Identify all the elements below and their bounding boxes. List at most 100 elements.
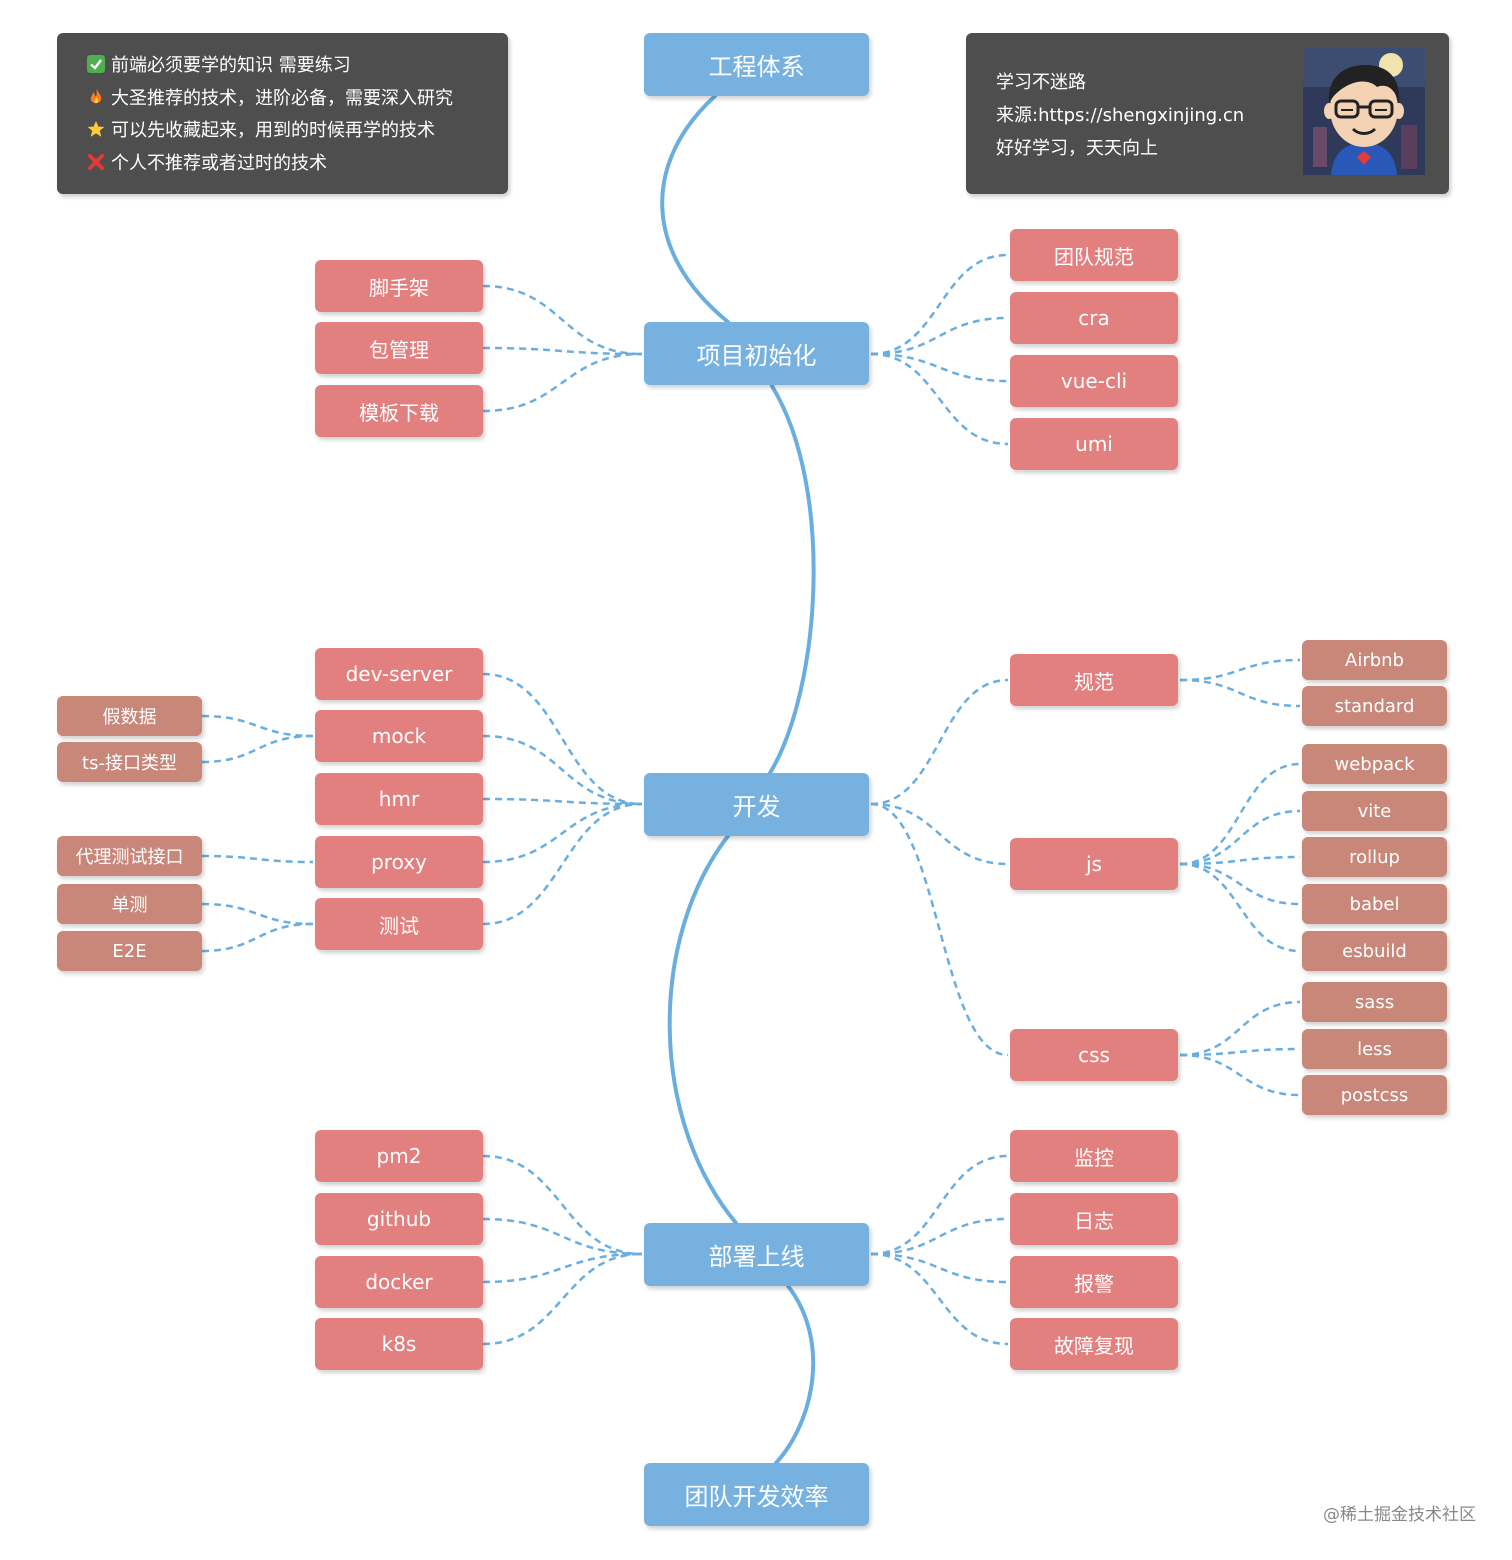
spine-link bbox=[768, 384, 816, 775]
root-node: 工程体系 bbox=[644, 33, 869, 96]
dashed-link bbox=[201, 922, 314, 953]
js-leaf-node: esbuild bbox=[1302, 931, 1447, 971]
dashed-link bbox=[1179, 1000, 1301, 1057]
dev-left-node: 测试 bbox=[315, 898, 483, 950]
deploy-right-node: 报警 bbox=[1010, 1256, 1178, 1308]
init-right-node: cra bbox=[1010, 292, 1178, 344]
deploy-node: 部署上线 bbox=[644, 1223, 869, 1286]
dashed-link bbox=[870, 802, 1009, 1057]
js-leaf-node: webpack bbox=[1302, 744, 1447, 784]
dashed-link bbox=[870, 1252, 1009, 1284]
legend-item: 个人不推荐或者过时的技术 bbox=[87, 146, 453, 179]
dashed-link bbox=[201, 714, 314, 738]
dashed-link bbox=[1179, 658, 1301, 682]
dev-left-node: mock bbox=[315, 710, 483, 762]
star-icon bbox=[87, 120, 105, 138]
dashed-link bbox=[870, 352, 1009, 383]
watermark: @稀土掘金技术社区 bbox=[1323, 1505, 1476, 1525]
legend-text: 可以先收藏起来，用到的时候再学的技术 bbox=[111, 120, 435, 142]
spec-leaf-node: Airbnb bbox=[1302, 640, 1447, 680]
js-leaf-node: babel bbox=[1302, 884, 1447, 924]
deploy-left-node: docker bbox=[315, 1256, 483, 1308]
check-icon bbox=[87, 55, 105, 74]
dashed-link bbox=[1179, 862, 1301, 906]
dashed-link bbox=[201, 734, 314, 764]
legend-item: 可以先收藏起来，用到的时候再学的技术 bbox=[87, 113, 453, 146]
deploy-right-node: 故障复现 bbox=[1010, 1318, 1178, 1370]
js-node: js bbox=[1010, 838, 1178, 890]
spec-node: 规范 bbox=[1010, 654, 1178, 706]
proxy-leaf-node: 代理测试接口 bbox=[57, 836, 202, 876]
dashed-link bbox=[482, 352, 643, 413]
dashed-link bbox=[870, 1217, 1009, 1256]
info-slogan: 学习不迷路 bbox=[996, 72, 1086, 93]
info-source: 来源:https://shengxinjing.cn bbox=[996, 105, 1245, 126]
dashed-link bbox=[201, 902, 314, 926]
dashed-link bbox=[482, 284, 643, 356]
dashed-link bbox=[482, 1252, 643, 1284]
dashed-link bbox=[201, 854, 314, 864]
js-leaf-node: rollup bbox=[1302, 837, 1447, 877]
test-leaf-node: 单测 bbox=[57, 884, 202, 924]
init-node: 项目初始化 bbox=[644, 322, 869, 385]
dev-left-node: dev-server bbox=[315, 648, 483, 700]
dashed-link bbox=[482, 734, 643, 806]
spine-link bbox=[667, 834, 738, 1225]
legend-text: 大圣推荐的技术，进阶必备，需要深入研究 bbox=[111, 87, 453, 109]
dashed-link bbox=[870, 352, 1009, 446]
dashed-link bbox=[870, 678, 1009, 806]
dashed-link bbox=[1179, 1053, 1301, 1097]
css-leaf-node: less bbox=[1302, 1029, 1447, 1069]
init-right-node: 团队规范 bbox=[1010, 229, 1178, 281]
dashed-link bbox=[482, 346, 643, 356]
deploy-left-node: github bbox=[315, 1193, 483, 1245]
dashed-link bbox=[870, 802, 1009, 866]
legend-text: 个人不推荐或者过时的技术 bbox=[111, 152, 327, 174]
css-node: css bbox=[1010, 1029, 1178, 1081]
deploy-right-node: 监控 bbox=[1010, 1130, 1178, 1182]
fire-icon bbox=[87, 88, 105, 106]
dashed-link bbox=[482, 1217, 643, 1256]
deploy-right-node: 日志 bbox=[1010, 1193, 1178, 1245]
dashed-link bbox=[1179, 855, 1301, 866]
dashed-link bbox=[870, 1154, 1009, 1256]
dashed-link bbox=[870, 253, 1009, 356]
legend-panel: 前端必须要学的知识 需要练习 大圣推荐的技术，进阶必备，需要深入研究 可以先收藏… bbox=[57, 33, 508, 194]
dashed-link bbox=[1179, 1047, 1301, 1057]
end-node: 团队开发效率 bbox=[644, 1463, 869, 1526]
mock-leaf-node: ts-接口类型 bbox=[57, 742, 202, 782]
dashed-link bbox=[482, 1252, 643, 1346]
dashed-link bbox=[482, 802, 643, 926]
dashed-link bbox=[1179, 678, 1301, 708]
cross-icon bbox=[87, 153, 105, 171]
mock-leaf-node: 假数据 bbox=[57, 696, 202, 736]
css-leaf-node: postcss bbox=[1302, 1075, 1447, 1115]
test-leaf-node: E2E bbox=[57, 931, 202, 971]
dashed-link bbox=[1179, 762, 1301, 866]
dashed-link bbox=[482, 802, 643, 864]
init-left-node: 包管理 bbox=[315, 322, 483, 374]
init-left-node: 模板下载 bbox=[315, 385, 483, 437]
dev-node: 开发 bbox=[644, 773, 869, 836]
legend-item: 前端必须要学的知识 需要练习 bbox=[87, 48, 453, 81]
legend-text: 前端必须要学的知识 需要练习 bbox=[111, 55, 351, 77]
legend-item: 大圣推荐的技术，进阶必备，需要深入研究 bbox=[87, 81, 453, 114]
spine-link bbox=[774, 1284, 816, 1465]
init-right-node: vue-cli bbox=[1010, 355, 1178, 407]
avatar bbox=[1303, 47, 1425, 175]
css-leaf-node: sass bbox=[1302, 982, 1447, 1022]
dashed-link bbox=[482, 1154, 643, 1256]
dev-left-node: hmr bbox=[315, 773, 483, 825]
init-left-node: 脚手架 bbox=[315, 260, 483, 312]
deploy-left-node: k8s bbox=[315, 1318, 483, 1370]
dashed-link bbox=[1179, 862, 1301, 953]
dashed-link bbox=[482, 672, 643, 806]
spec-leaf-node: standard bbox=[1302, 686, 1447, 726]
dashed-link bbox=[870, 316, 1009, 356]
dev-left-node: proxy bbox=[315, 836, 483, 888]
dashed-link bbox=[870, 1252, 1009, 1346]
js-leaf-node: vite bbox=[1302, 791, 1447, 831]
deploy-left-node: pm2 bbox=[315, 1130, 483, 1182]
init-right-node: umi bbox=[1010, 418, 1178, 470]
